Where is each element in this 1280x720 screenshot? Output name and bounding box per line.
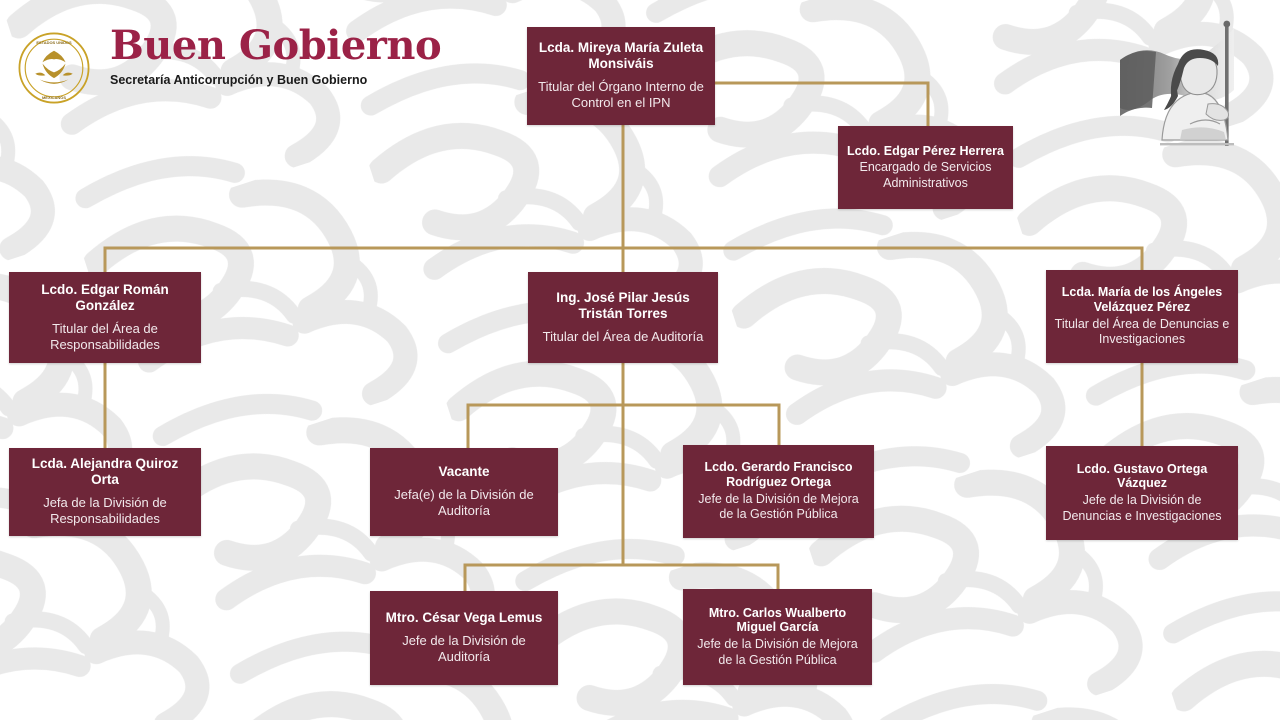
org-node-division-mejora-gestion[interactable]: Lcdo. Gerardo Francisco Rodríguez Ortega… (683, 445, 874, 538)
org-node-name: Mtro. Carlos Wualberto Miguel García (708, 605, 847, 635)
org-node-name: Lcda. María de los Ángeles Velázquez Pér… (1061, 285, 1223, 314)
org-node-role: Titular del Área de Auditoría (542, 328, 704, 344)
org-node-oic-titular[interactable]: Lcda. Mireya María Zuleta Monsiváis Titu… (527, 27, 715, 125)
org-node-name: Lcdo. Gerardo Francisco Rodríguez Ortega (704, 460, 853, 489)
org-node-role: Encargado de Servicios Administrativos (859, 160, 992, 190)
org-node-name: Lcdo. Gustavo Ortega Vázquez (1076, 461, 1208, 491)
org-node-division-mejora-gestion-2[interactable]: Mtro. Carlos Wualberto Miguel García Jef… (683, 589, 872, 685)
org-node-servicios-administrativos[interactable]: Lcdo. Edgar Pérez Herrera Encargado de S… (838, 126, 1013, 209)
org-node-role: Jefe de la División de Denuncias e Inves… (1062, 493, 1222, 523)
org-node-name: Lcdo. Edgar Pérez Herrera (846, 143, 1004, 158)
page-title: Buen Gobierno (110, 22, 442, 69)
svg-text:ESTADOS UNIDOS: ESTADOS UNIDOS (36, 40, 72, 45)
org-node-division-auditoria-vacante[interactable]: Vacante Jefa(e) de la División de Audito… (370, 448, 558, 536)
org-node-role: Jefe de la División de Mejora de la Gest… (698, 491, 859, 522)
woman-with-mexican-flag-illustration (1120, 20, 1234, 146)
org-node-role: Jefe de la División de Auditoría (402, 633, 526, 665)
org-node-role: Jefa(e) de la División de Auditoría (394, 487, 534, 519)
brand-header: ESTADOS UNIDOS MEXICANOS Buen Gobierno S… (18, 22, 442, 104)
org-node-name: Ing. José Pilar Jesús Tristán Torres (556, 289, 690, 321)
org-node-role: Titular del Área de Denuncias e Investig… (1054, 316, 1230, 347)
svg-text:MEXICANOS: MEXICANOS (42, 95, 66, 100)
org-node-area-responsabilidades[interactable]: Lcdo. Edgar Román González Titular del Á… (9, 272, 201, 363)
org-node-division-denuncias[interactable]: Lcdo. Gustavo Ortega Vázquez Jefe de la … (1046, 446, 1238, 540)
org-node-name: Lcda. Alejandra Quiroz Orta (31, 456, 179, 488)
org-node-division-responsabilidades[interactable]: Lcda. Alejandra Quiroz Orta Jefa de la D… (9, 448, 201, 536)
org-node-name: Vacante (438, 464, 490, 480)
org-node-role: Jefe de la División de Mejora de la Gest… (697, 637, 858, 667)
brand-subtitle: Secretaría Anticorrupción y Buen Gobiern… (110, 73, 368, 87)
org-node-role: Jefa de la División de Responsabilidades (43, 495, 167, 527)
org-node-name: Lcdo. Edgar Román González (41, 281, 169, 313)
org-node-role: Titular del Área de Responsabilidades (50, 320, 160, 352)
org-node-division-auditoria-2[interactable]: Mtro. César Vega Lemus Jefe de la Divisi… (370, 591, 558, 685)
org-node-area-denuncias[interactable]: Lcda. María de los Ángeles Velázquez Pér… (1046, 270, 1238, 363)
mexican-coat-of-arms-seal-icon: ESTADOS UNIDOS MEXICANOS (18, 32, 90, 104)
org-node-role: Titular del Órgano Interno de Control en… (538, 79, 704, 111)
org-node-name: Mtro. César Vega Lemus (385, 610, 543, 626)
org-node-name: Lcda. Mireya María Zuleta Monsiváis (538, 40, 704, 72)
org-node-area-auditoria[interactable]: Ing. José Pilar Jesús Tristán Torres Tit… (528, 272, 718, 363)
